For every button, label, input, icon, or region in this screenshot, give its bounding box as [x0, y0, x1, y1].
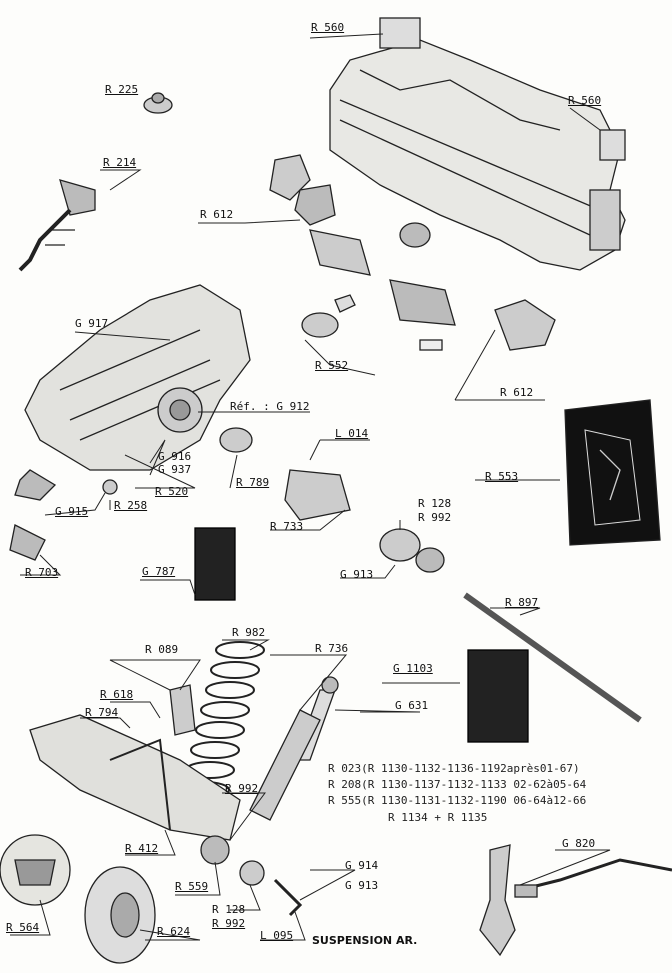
label-r412: R 412: [125, 842, 159, 855]
gearbox-drawing: [14, 284, 251, 501]
backing-plate-r564: [0, 834, 71, 906]
label-r992-low: R 992: [225, 782, 259, 795]
note-line-2: R 208(R 1130-1137-1132-1133 02-62à05-64: [328, 778, 587, 791]
part-g820: [479, 844, 672, 957]
link-r214-drawing: [18, 179, 96, 272]
caption: SUSPENSION AR.: [312, 934, 418, 947]
label-r089: R 089: [145, 643, 179, 656]
label-r560-right: R 560: [568, 94, 602, 107]
label-r552: R 552: [315, 359, 349, 372]
label-ref-g912: Réf. : G 912: [230, 400, 310, 413]
note-line-3: R 555(R 1130-1131-1132-1190 06-64à12-66: [328, 794, 587, 807]
label-r214: R 214: [103, 156, 137, 169]
label-r553: R 553: [485, 470, 519, 483]
label-g820: G 820: [562, 837, 596, 850]
oil-can-g787: [194, 527, 236, 601]
engine-mounts-drawing: [269, 154, 556, 351]
label-r733: R 733: [270, 520, 304, 533]
label-g915: G 915: [55, 505, 89, 518]
label-g937: G 937: [158, 463, 192, 476]
label-g916: G 916: [158, 450, 192, 463]
label-r992-bottom: R 992: [212, 917, 246, 930]
label-l014: L 014: [335, 427, 369, 440]
label-r520: R 520: [155, 485, 189, 498]
shock-absorber-r736: [249, 676, 339, 821]
label-g914: G 914: [345, 859, 379, 872]
label-r560-top: R 560: [311, 21, 345, 34]
label-r564: R 564: [6, 921, 40, 934]
label-l095: L 095: [260, 929, 294, 942]
label-r624: R 624: [157, 925, 191, 938]
leader-lines: [10, 33, 611, 941]
label-g631: G 631: [395, 699, 429, 712]
photo-r553: [564, 399, 661, 546]
label-r992-top: R 992: [418, 511, 452, 524]
oil-can-g1103: [467, 649, 529, 743]
label-r612-right: R 612: [500, 386, 534, 399]
note-line-4: R 1134 + R 1135: [388, 811, 488, 824]
label-g1103: G 1103: [393, 662, 433, 675]
label-r258: R 258: [114, 499, 148, 512]
label-r612-mid: R 612: [200, 208, 234, 221]
bump-stop-r089: [169, 684, 196, 736]
label-r789: R 789: [236, 476, 270, 489]
label-r703: R 703: [25, 566, 59, 579]
note-line-1: R 023(R 1130-1132-1136-1192après01-67): [328, 762, 580, 775]
gearbox-small-parts-drawing: [9, 427, 445, 573]
label-r128-top: R 128: [418, 497, 452, 510]
brake-disc-r624: [84, 866, 156, 964]
driveshaft-r897: [463, 592, 642, 723]
label-r559: R 559: [175, 880, 209, 893]
label-g917: G 917: [75, 317, 109, 330]
label-g913-mid: G 913: [340, 568, 374, 581]
label-r736: R 736: [315, 642, 349, 655]
label-r128-low: R 128: [212, 903, 246, 916]
mount-r225-drawing: [143, 92, 173, 114]
label-r897: R 897: [505, 596, 539, 609]
label-r794: R 794: [85, 706, 119, 719]
label-g913-low: G 913: [345, 879, 379, 892]
front-subframe-drawing: [329, 17, 626, 271]
label-r982: R 982: [232, 626, 266, 639]
label-r225: R 225: [105, 83, 139, 96]
label-r618: R 618: [100, 688, 134, 701]
label-g787: G 787: [142, 565, 176, 578]
